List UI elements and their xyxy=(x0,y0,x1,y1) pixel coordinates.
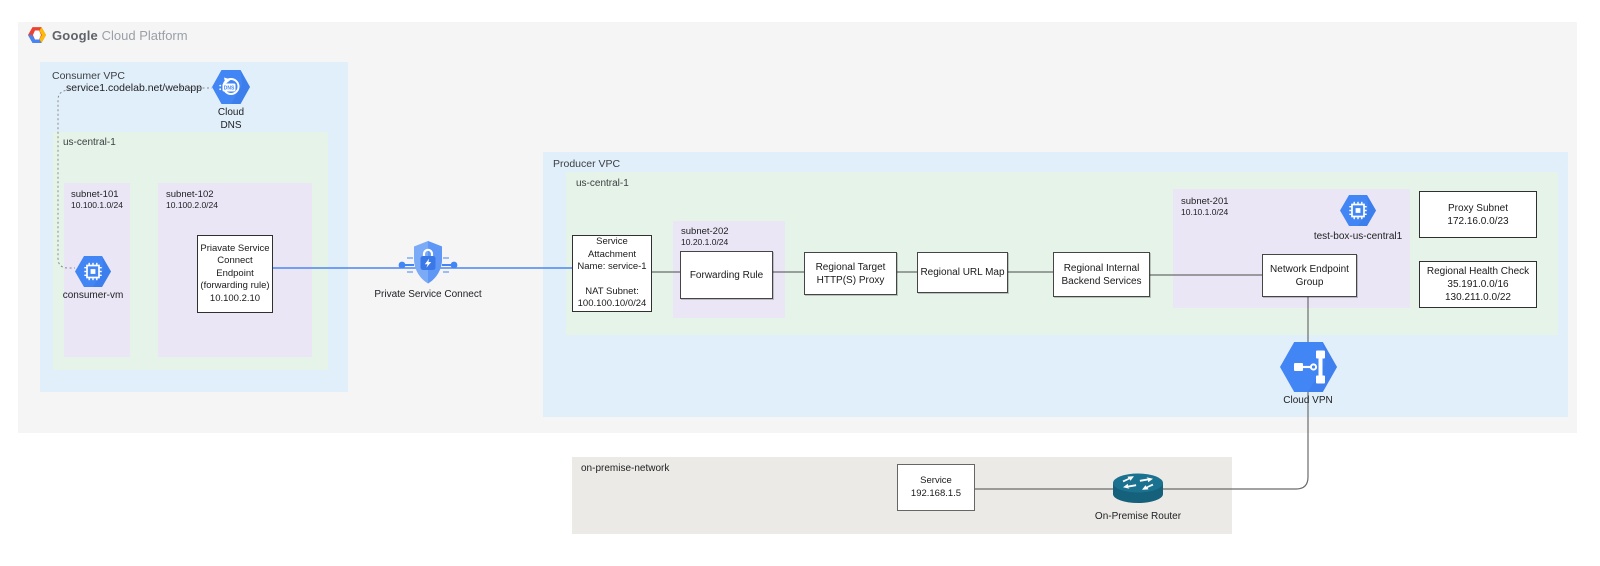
subnet-102-cidr: 10.100.2.0/24 xyxy=(166,200,218,210)
gcp-brand: Google Cloud Platform xyxy=(28,27,188,43)
consumer-vm-icon xyxy=(75,256,111,292)
service-attachment-box: Service Attachment Name: service-1 NAT S… xyxy=(572,235,652,312)
psc-endpoint-box: Priavate Service Connect Endpoint (forwa… xyxy=(197,235,273,313)
health-check-box: Regional Health Check 35.191.0.0/16 130.… xyxy=(1419,261,1537,308)
test-box-vm-icon xyxy=(1340,195,1376,231)
http-proxy-box: Regional Target HTTP(S) Proxy xyxy=(804,252,897,295)
subnet-201-cidr: 10.10.1.0/24 xyxy=(1181,207,1229,217)
consumer-region-label: us-central-1 xyxy=(63,137,116,148)
cloud-vpn-icon xyxy=(1280,342,1337,397)
svg-text:DNS: DNS xyxy=(224,86,235,92)
on-premise-router-caption: On-Premise Router xyxy=(1094,511,1182,522)
gcp-logo-icon xyxy=(28,27,46,43)
subnet-101-cidr: 10.100.1.0/24 xyxy=(71,200,123,210)
cloud-dns-icon: DNS xyxy=(212,70,250,109)
subnet-202-name: subnet-202 xyxy=(681,226,729,237)
url-map-box: Regional URL Map xyxy=(917,252,1008,293)
producer-vpc-title: Producer VPC xyxy=(553,158,621,170)
consumer-vpc-title: Consumer VPC xyxy=(52,70,125,82)
subnet-202-cidr: 10.20.1.0/24 xyxy=(681,237,729,247)
dns-record-text: service1.codelab.net/webapp xyxy=(66,82,203,94)
private-service-connect-icon xyxy=(396,240,460,295)
producer-region-label: us-central-1 xyxy=(576,178,629,189)
proxy-subnet-box: Proxy Subnet 172.16.0.0/23 xyxy=(1419,191,1537,238)
on-premise-router-icon xyxy=(1112,471,1164,513)
on-premise-service-box: Service 192.168.1.5 xyxy=(897,464,975,511)
brand-google: Google xyxy=(52,27,98,43)
subnet-201-name: subnet-201 xyxy=(1181,196,1229,207)
forwarding-rule-box: Forwarding Rule xyxy=(680,251,773,299)
cloud-vpn-caption: Cloud VPN xyxy=(1283,395,1333,406)
network-endpoint-group-box: Network Endpoint Group xyxy=(1262,254,1357,297)
consumer-vm-caption: consumer-vm xyxy=(62,290,124,301)
on-premise-title: on-premise-network xyxy=(581,463,670,474)
subnet-102-name: subnet-102 xyxy=(166,189,214,200)
subnet-101-name: subnet-101 xyxy=(71,189,119,200)
private-service-connect-caption: Private Service Connect xyxy=(374,289,482,300)
test-box-caption: test-box-us-central1 xyxy=(1313,231,1403,242)
cloud-dns-caption: Cloud DNS xyxy=(217,107,245,131)
backend-services-box: Regional Internal Backend Services xyxy=(1053,252,1150,297)
brand-cloud-platform: Cloud Platform xyxy=(101,27,188,43)
